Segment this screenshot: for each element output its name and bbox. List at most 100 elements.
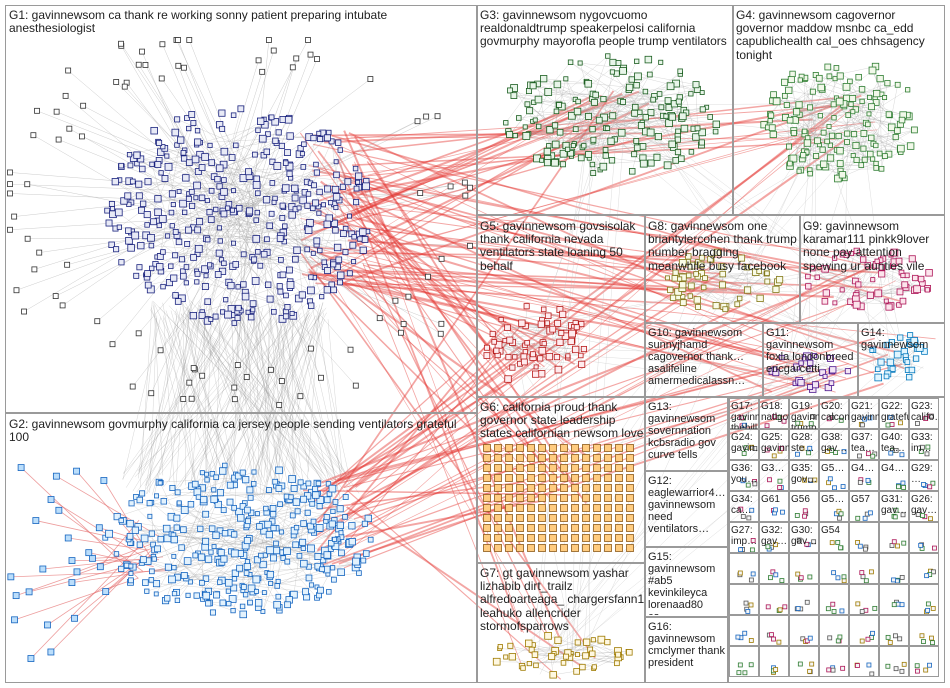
node	[230, 112, 237, 118]
edge	[184, 122, 194, 151]
node	[207, 262, 213, 268]
edge	[817, 277, 891, 307]
edge	[845, 255, 871, 296]
panel-g2	[5, 413, 477, 683]
node	[307, 51, 314, 58]
node	[593, 444, 601, 452]
node	[330, 576, 337, 583]
node	[304, 509, 311, 516]
edge	[68, 537, 149, 551]
node	[677, 68, 683, 74]
node	[231, 396, 238, 403]
edge	[840, 129, 915, 171]
node	[813, 152, 820, 159]
node	[173, 524, 180, 531]
node	[572, 126, 579, 133]
edge	[190, 305, 207, 488]
node	[342, 514, 348, 520]
node	[252, 575, 261, 584]
node	[180, 526, 187, 533]
node	[850, 131, 858, 138]
node	[505, 354, 512, 361]
node	[702, 275, 708, 281]
node	[525, 88, 532, 95]
edge	[720, 274, 848, 301]
node	[236, 564, 244, 572]
node	[178, 544, 185, 551]
node	[194, 270, 201, 277]
node	[47, 496, 55, 503]
node	[438, 320, 445, 327]
node	[190, 120, 197, 126]
node	[890, 248, 899, 257]
edge	[831, 135, 877, 164]
node	[668, 140, 676, 148]
node	[337, 279, 343, 286]
node	[869, 348, 875, 353]
edge	[268, 226, 402, 333]
node	[625, 83, 634, 92]
node	[906, 142, 915, 150]
node	[275, 129, 282, 136]
edge	[229, 316, 295, 493]
node	[207, 216, 215, 223]
node	[821, 265, 829, 273]
group-label-g5: G5: gavinnewsom govsisolak thank califor…	[480, 220, 636, 273]
node	[504, 375, 512, 383]
node	[316, 210, 322, 216]
node	[564, 146, 571, 152]
node	[170, 535, 179, 544]
small-group-cell	[879, 615, 909, 646]
node	[878, 270, 886, 278]
node	[237, 105, 245, 113]
node	[268, 114, 275, 121]
node	[915, 344, 924, 352]
node	[835, 97, 844, 106]
node	[878, 264, 885, 271]
small-group-cell	[789, 584, 819, 615]
node	[599, 162, 608, 171]
node	[284, 304, 291, 311]
node	[156, 263, 164, 271]
edge	[343, 130, 563, 643]
edge	[173, 501, 217, 568]
node	[174, 116, 181, 123]
edge	[257, 303, 272, 485]
node	[160, 498, 168, 505]
node	[283, 292, 289, 299]
small-group-label: G28: ste…	[791, 432, 815, 454]
node	[483, 474, 491, 482]
edge	[309, 364, 540, 498]
node	[317, 586, 324, 594]
edge	[305, 218, 782, 362]
node	[712, 302, 720, 310]
edge	[172, 312, 311, 496]
edge	[309, 255, 569, 479]
node	[836, 160, 844, 168]
node	[620, 98, 626, 105]
node	[805, 273, 811, 280]
node	[316, 496, 325, 504]
node	[290, 590, 298, 599]
node	[516, 115, 522, 121]
node	[522, 132, 531, 140]
edge	[195, 311, 264, 485]
node	[687, 282, 695, 290]
node	[254, 209, 260, 216]
node	[549, 671, 557, 679]
node	[180, 506, 189, 514]
group-label-g7: G7: gt gavinnewsom yashar lizhabib dirt_…	[480, 567, 645, 633]
node	[493, 347, 500, 354]
edge	[153, 302, 164, 476]
edge	[272, 315, 335, 471]
node	[302, 588, 309, 596]
small-group-label: G35: gov…	[791, 463, 818, 485]
node	[912, 274, 919, 282]
node	[296, 552, 303, 559]
edge	[781, 357, 832, 372]
node	[73, 467, 80, 475]
edge	[228, 161, 337, 205]
small-group-label: G57	[851, 494, 870, 505]
node	[133, 151, 141, 159]
node	[189, 312, 197, 320]
